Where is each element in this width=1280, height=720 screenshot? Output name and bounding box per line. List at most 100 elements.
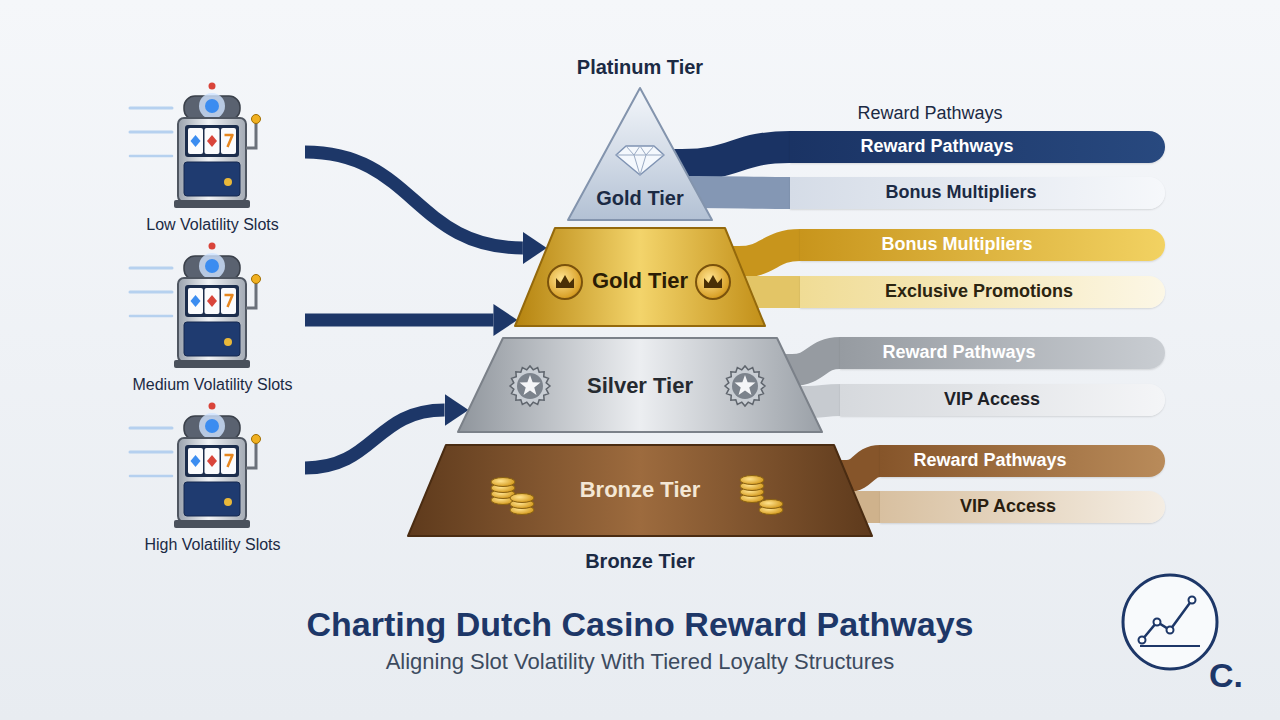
- tier-label: Gold Tier: [488, 186, 792, 210]
- slot-machine-icon: [221, 448, 236, 474]
- slot-machine-icon: [184, 256, 240, 280]
- slot-machine-icon: [174, 200, 250, 208]
- diamond-icon: [616, 146, 664, 175]
- flow-arrow: [305, 314, 493, 327]
- slot-machine-icon: [184, 416, 240, 440]
- brand-logo: [1123, 575, 1217, 669]
- brand-logo: [1154, 619, 1161, 626]
- coin-stack: [759, 500, 783, 515]
- brand-logo: [1123, 575, 1217, 669]
- reward-ribbon: VIP Access: [880, 491, 1165, 523]
- slot-machine-icon: [188, 448, 203, 474]
- slot-machine-icon: [205, 128, 220, 154]
- coin-stack: [740, 494, 764, 503]
- slot-machine-icon: [209, 243, 216, 250]
- slot-machine-icon: [207, 455, 217, 467]
- brand-logo: [1142, 600, 1192, 640]
- slot-machine-icon: [178, 118, 246, 202]
- coin-stack: [491, 478, 515, 487]
- slot-machine-icon: [185, 285, 239, 317]
- star-badge: [732, 373, 758, 399]
- flow-arrow: [305, 410, 445, 468]
- slot-machine-icon: [207, 295, 217, 307]
- slot-machine-icon: [130, 107, 172, 110]
- diamond-icon: [634, 146, 640, 155]
- star-badge: [510, 366, 550, 406]
- slot-machine-icon: [225, 295, 233, 307]
- slot-machine-icon: [224, 178, 232, 186]
- slot-machine-icon: [191, 135, 201, 147]
- slot-machine-icon: [188, 128, 203, 154]
- coin-stack: [740, 476, 764, 503]
- slot-machine-icon: [191, 295, 201, 307]
- slot-category: Medium Volatility Slots: [120, 246, 305, 394]
- brand-logo: [1167, 627, 1174, 634]
- slot-machine-icon: [130, 315, 172, 318]
- slot-machine-icon: [205, 288, 220, 314]
- slot-machine-icon: [184, 322, 240, 356]
- ribbon-band: [666, 147, 790, 165]
- slot-machine-icon: [130, 451, 172, 454]
- slot-machine-icon: [184, 96, 240, 120]
- flow-arrow: [305, 152, 523, 248]
- slot-machine-icon: [221, 288, 236, 314]
- reward-ribbon: VIP Access: [840, 384, 1165, 416]
- ribbon-label: VIP Access: [944, 389, 1040, 411]
- slot-machine-icon: [130, 131, 172, 134]
- diamond-icon: [616, 146, 664, 175]
- coin-stack: [491, 496, 515, 505]
- slot-machine-icon: [130, 475, 172, 478]
- coin-stack: [510, 500, 534, 509]
- slot-machine-icon: [130, 291, 172, 294]
- diamond-icon: [616, 155, 664, 156]
- slot-machine-icon: [209, 403, 216, 410]
- slot-machine-icon: [207, 135, 217, 147]
- reward-ribbon: Exclusive Promotions: [800, 276, 1165, 308]
- slot-machine-icon: [184, 482, 240, 516]
- tier-label: Bronze Tier: [328, 477, 952, 503]
- crown-medallion: [696, 265, 730, 299]
- slot-machine-icon: [130, 155, 172, 158]
- star-badge: [510, 366, 550, 406]
- crown-medallion: [696, 265, 730, 299]
- brand-logo: [1189, 597, 1196, 604]
- slot-machine-icon: [185, 445, 239, 477]
- star-badge: [725, 366, 765, 406]
- slot-machine-icon: [252, 115, 261, 124]
- star-badge: [520, 375, 541, 395]
- ribbon-label: Reward Pathways: [913, 450, 1066, 472]
- slot-machine-icon: [205, 448, 220, 474]
- slot-machine-icon: [130, 83, 261, 209]
- reward-ribbon: Reward Pathways: [840, 337, 1165, 369]
- slot-label: Low Volatility Slots: [40, 215, 385, 234]
- crown-medallion: [548, 265, 582, 299]
- slot-machine-icon: [252, 275, 261, 284]
- slot-machine-icon: [185, 125, 239, 157]
- tier-heading: Bronze Tier: [328, 549, 952, 573]
- slot-machine-icon: [205, 259, 219, 273]
- slot-machine-icon: [178, 438, 246, 522]
- slot-machine-icon: [178, 278, 246, 362]
- tier-label: Gold Tier: [435, 268, 845, 294]
- coin-stack: [510, 506, 534, 515]
- star-badge: [517, 373, 543, 399]
- brand-mark: C.: [826, 655, 1280, 696]
- crown-medallion: [548, 265, 582, 299]
- diamond-icon: [646, 146, 654, 155]
- diamond-icon: [634, 155, 640, 175]
- ribbon-label: VIP Access: [960, 496, 1056, 518]
- coin-stack: [740, 488, 764, 497]
- brand-logo: [1140, 645, 1200, 647]
- slot-machine-icon: [199, 253, 225, 279]
- platinum-tier-triangle: Platinum TierGold Tier: [568, 88, 712, 220]
- slot-machine-icon: [209, 83, 216, 90]
- slot-machine-icon: [246, 283, 256, 308]
- coin-stack: [491, 484, 515, 493]
- section-label: Reward Pathways: [530, 103, 1280, 125]
- diagram-title: Charting Dutch Casino Reward Pathways: [240, 604, 1040, 645]
- tier-label: Silver Tier: [378, 373, 902, 399]
- coin-stack: [510, 494, 534, 515]
- ribbon-label: Bonus Multipliers: [885, 182, 1036, 204]
